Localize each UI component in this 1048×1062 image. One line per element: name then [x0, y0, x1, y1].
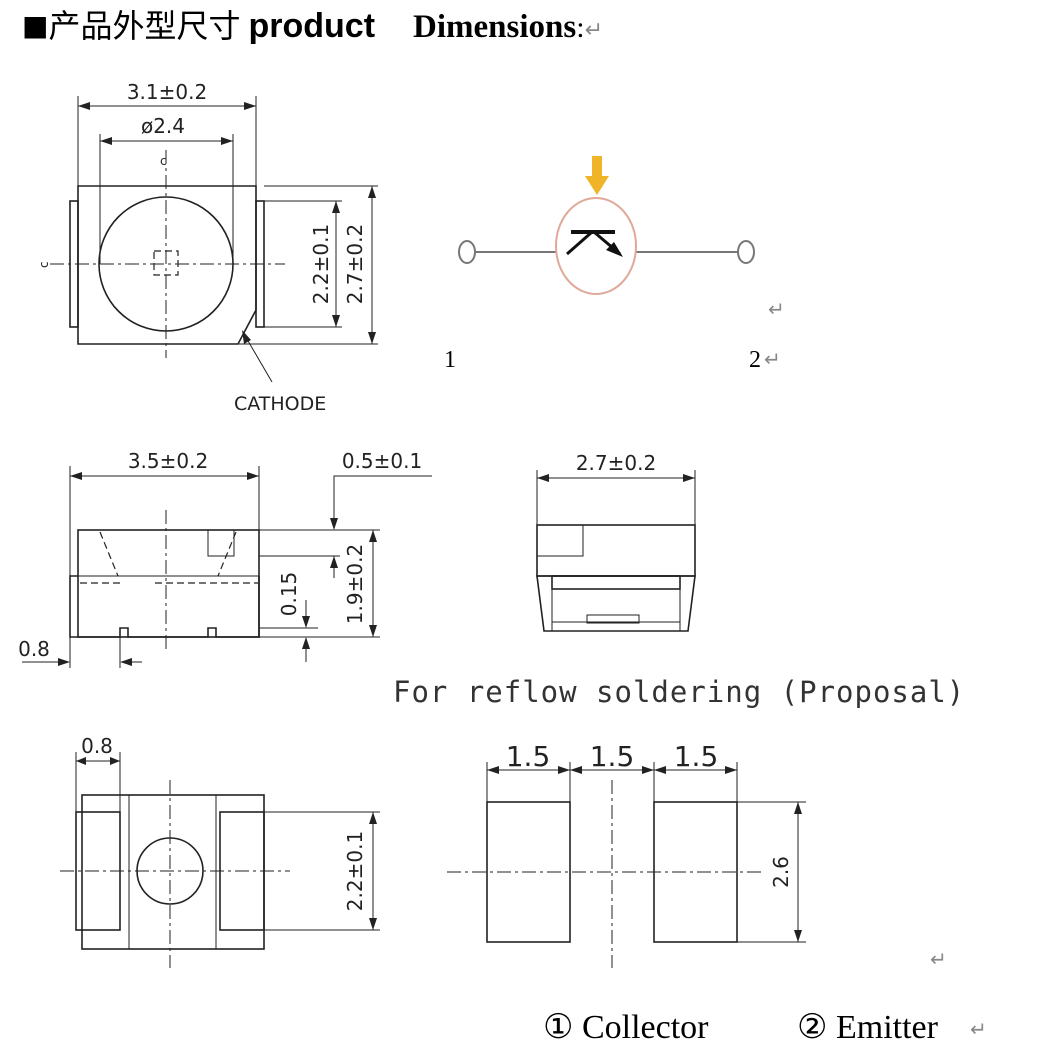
pin-1-label: 1 — [444, 347, 456, 373]
light-arrow-icon — [592, 156, 602, 178]
top-view-body — [77, 185, 257, 345]
legend-collector: ① Collector — [543, 1009, 709, 1046]
dim-pad-gap: 1.5 — [590, 740, 635, 773]
dim-pad-width-2: 1.5 — [674, 740, 719, 773]
cathode-label: CATHODE — [234, 393, 326, 415]
end-view-top — [536, 524, 696, 577]
heading-dimensions: Dimensions — [413, 9, 577, 45]
return-mark: ↵ — [970, 1017, 987, 1041]
heading-chinese: 产品外型尺寸 — [48, 7, 241, 45]
top-view: c c 3.1±0.2 ø2.4 2.2±0.1 2.7±0.2 CATHODE — [37, 80, 378, 415]
pad-layout: 1.5 1.5 1.5 2.6 ↵ — [447, 740, 947, 971]
transistor-circle — [555, 197, 637, 295]
reflow-title: For reflow soldering (Proposal) — [393, 675, 965, 709]
pin-legend: ① Collector ② Emitter ↵ — [543, 1009, 987, 1046]
dim-inner-height: 2.2±0.1 — [309, 224, 333, 304]
dim-side-length: 3.5±0.2 — [128, 449, 208, 473]
heading-colon: : — [576, 11, 585, 44]
svg-text:c: c — [37, 261, 51, 268]
dim-bottom-height: 2.2±0.1 — [343, 831, 367, 911]
return-mark: ↵ — [584, 18, 604, 43]
dim-pad-height: 2.6 — [769, 856, 793, 888]
pin-2-terminal — [737, 240, 755, 264]
dim-lens-diameter: ø2.4 — [141, 114, 185, 138]
solder-pad-left — [486, 801, 571, 943]
return-mark: ↵ — [764, 347, 781, 371]
bottom-view-body — [81, 794, 265, 950]
pin-1-terminal — [458, 240, 476, 264]
legend-emitter: ② Emitter — [797, 1009, 939, 1046]
dim-side-lead-width: 0.8 — [18, 637, 50, 661]
dim-bottom-pad-width: 0.8 — [81, 734, 113, 758]
end-view: 2.7±0.2 — [536, 451, 696, 632]
heading-product: product — [248, 7, 376, 45]
side-view-leads — [69, 575, 260, 638]
bottom-view: 0.8 2.2±0.1 — [60, 734, 380, 968]
svg-text:c: c — [160, 154, 167, 168]
side-view: 3.5±0.2 0.5±0.1 1.9±0.2 0.15 0.8 — [18, 449, 432, 668]
dim-pad-width-1: 1.5 — [506, 740, 551, 773]
return-mark: ↵ — [930, 947, 947, 971]
return-mark: ↵ — [768, 297, 785, 321]
heading-square: ■ — [22, 9, 49, 42]
dim-end-width: 2.7±0.2 — [576, 451, 656, 475]
dim-lead-thickness: 0.5±0.1 — [342, 449, 422, 473]
phototransistor-symbol: 1 2 ↵ ↵ — [444, 156, 785, 373]
dim-side-gap: 0.15 — [277, 572, 301, 617]
dim-outer-height: 2.7±0.2 — [343, 224, 367, 304]
pin-2-label: 2 — [749, 347, 761, 373]
dim-top-width: 3.1±0.2 — [127, 80, 207, 104]
top-view-chip — [153, 250, 179, 276]
dim-side-height: 1.9±0.2 — [343, 544, 367, 624]
